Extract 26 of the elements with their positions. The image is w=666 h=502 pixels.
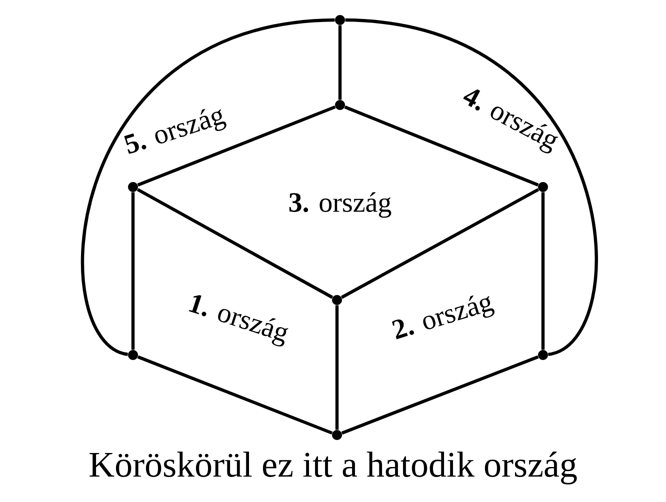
vertex-dot	[128, 182, 138, 192]
vertex-dot	[538, 182, 548, 192]
edge-line	[335, 305, 339, 430]
edge-line	[137, 355, 333, 435]
vertex-dot	[332, 430, 342, 440]
region-label: Köröskörül ez itt a hatodik ország	[90, 452, 577, 484]
region-label: 4. ország	[463, 89, 558, 154]
edge-line	[541, 192, 545, 350]
vertex-dot	[332, 294, 342, 305]
edge-line	[81, 18, 335, 356]
edge-line	[344, 105, 539, 186]
edge-line	[137, 105, 336, 187]
edge-line	[340, 188, 540, 299]
vertex-dot	[335, 100, 345, 110]
region-label: 3. ország	[289, 192, 392, 218]
region-label: 2. ország	[392, 295, 494, 340]
edge-line	[338, 25, 342, 100]
edge-line	[345, 18, 598, 356]
region-label: 5. ország	[124, 108, 226, 154]
vertex-dot	[335, 15, 345, 25]
edge-line	[131, 192, 135, 350]
edge-line	[136, 188, 334, 299]
vertex-dot	[128, 350, 138, 360]
edge-line	[341, 355, 539, 435]
vertex-dot	[538, 350, 548, 360]
region-label: 1. ország	[188, 295, 288, 346]
